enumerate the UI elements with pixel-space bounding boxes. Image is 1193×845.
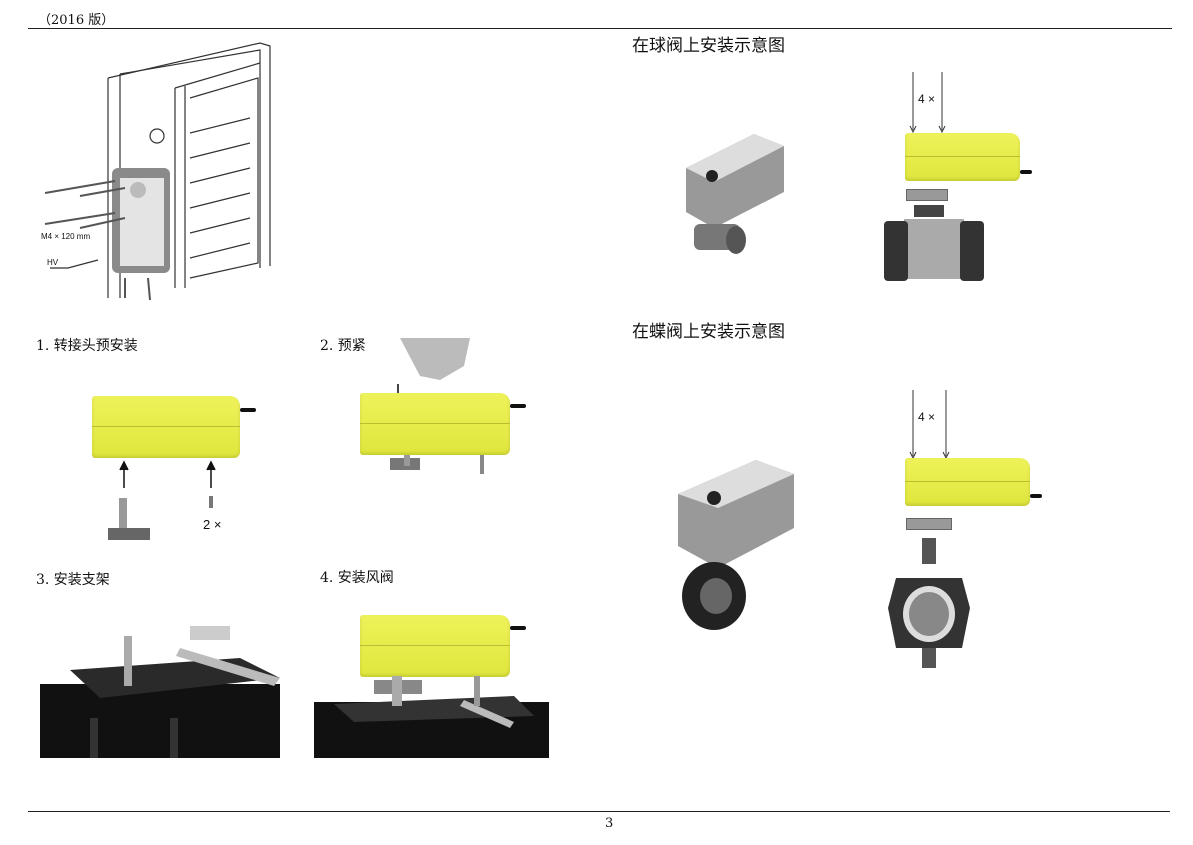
adapter-piece	[906, 518, 952, 530]
actuator-step-2	[360, 393, 510, 455]
damper-mounting-illustration	[314, 676, 549, 758]
actuator-cable	[1030, 494, 1042, 498]
damper-illustration	[44, 42, 271, 301]
butterfly-valve-assembled-illustration	[678, 460, 794, 630]
hv-label: HV	[47, 258, 59, 267]
actuator-step-4	[360, 615, 510, 677]
screw-size-label: M4 × 120 mm	[41, 232, 91, 241]
step-3-label: 3. 安装支架	[36, 572, 110, 588]
actuator-step-1	[92, 396, 240, 458]
ball-valve-title: 在球阀上安装示意图	[632, 36, 785, 56]
step-1-count: 2 ×	[203, 517, 222, 532]
actuator-ball-valve	[905, 133, 1020, 181]
actuator-cable	[510, 626, 526, 630]
actuator-cable	[1020, 170, 1032, 174]
screws-arrows	[909, 72, 946, 134]
edition-label: （2016 版）	[38, 13, 115, 28]
step-4-label: 4. 安装风阀	[320, 570, 394, 586]
header-divider	[28, 28, 1172, 29]
adapter-illustration	[108, 460, 216, 540]
actuator-cable	[510, 404, 526, 408]
butterfly-valve-title: 在蝶阀上安装示意图	[632, 322, 785, 342]
adapter-piece	[906, 189, 948, 201]
ball-valve-count: 4 ×	[918, 92, 936, 106]
bracket-mounting-illustration	[40, 626, 280, 758]
actuator-butterfly-valve	[905, 458, 1030, 506]
step-2-label: 2. 预紧	[320, 338, 366, 354]
step-1-label: 1. 转接头预安装	[36, 338, 138, 354]
footer-divider	[28, 811, 1170, 812]
ball-valve-assembled-illustration	[686, 134, 784, 254]
page-number: 3	[605, 816, 614, 831]
butterfly-valve-count: 4 ×	[918, 410, 936, 424]
butterfly-valve-body-illustration	[888, 538, 970, 668]
screws-arrows	[909, 390, 950, 460]
damper-mounting-figure: M4 × 120 mm HV	[40, 38, 280, 308]
ball-valve-body-illustration	[884, 205, 984, 281]
actuator-cable	[240, 408, 256, 412]
